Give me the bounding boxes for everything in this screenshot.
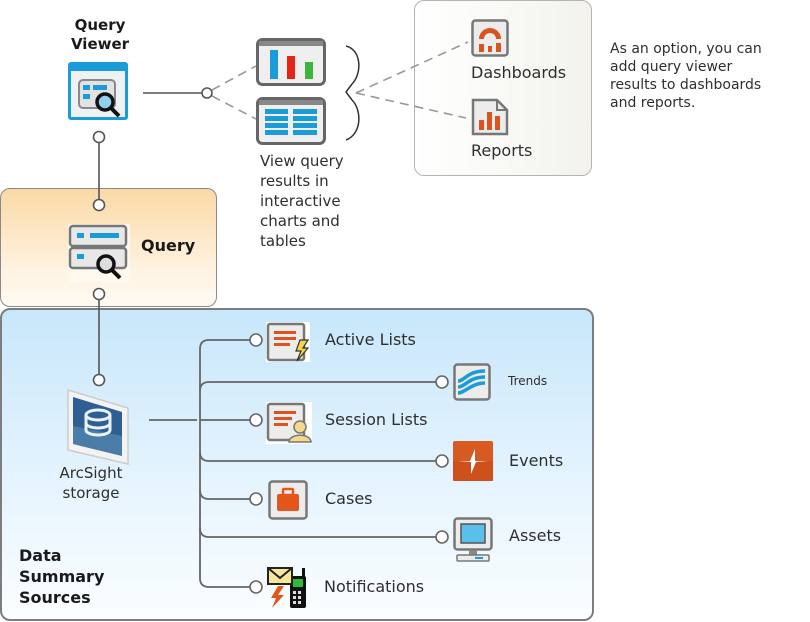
events-label: Events bbox=[509, 451, 564, 470]
trends-icon[interactable] bbox=[453, 363, 491, 401]
dashed-link-table bbox=[211, 95, 257, 120]
storage-label: ArcSight storage bbox=[59, 464, 123, 502]
dashboards-label: Dashboards bbox=[471, 63, 567, 82]
data-sources-title: Data Summary Sources bbox=[19, 546, 105, 607]
query-title: Query bbox=[141, 236, 196, 255]
assets-label: Assets bbox=[509, 526, 562, 545]
results-caption: View query results in interactive charts… bbox=[260, 152, 344, 250]
bar-chart-icon[interactable] bbox=[256, 38, 326, 86]
dashboard-icon[interactable] bbox=[471, 19, 509, 57]
notifications-label: Notifications bbox=[324, 577, 425, 596]
cases-icon[interactable] bbox=[268, 480, 308, 520]
reports-label: Reports bbox=[471, 141, 533, 160]
notifications-icon[interactable] bbox=[266, 566, 308, 610]
session-lists-label: Session Lists bbox=[325, 410, 428, 429]
query-viewer-title: Query Viewer bbox=[70, 16, 130, 53]
trends-label: Trends bbox=[508, 374, 548, 388]
report-icon[interactable] bbox=[471, 98, 509, 136]
active-lists-label: Active Lists bbox=[325, 330, 416, 349]
brace bbox=[345, 45, 360, 141]
cases-label: Cases bbox=[325, 489, 373, 508]
outputs-note: As an option, you can add query viewer r… bbox=[610, 41, 762, 111]
dashed-link-chart bbox=[211, 65, 257, 91]
storage-icon[interactable] bbox=[64, 386, 134, 466]
connector-node bbox=[201, 87, 213, 99]
connector-node bbox=[92, 130, 106, 144]
session-list-icon[interactable] bbox=[266, 402, 312, 444]
query-icon[interactable] bbox=[68, 224, 130, 282]
table-icon[interactable] bbox=[256, 97, 326, 145]
active-list-icon[interactable] bbox=[266, 322, 310, 362]
events-icon[interactable] bbox=[453, 441, 493, 481]
assets-icon[interactable] bbox=[453, 517, 493, 563]
query-viewer-icon[interactable] bbox=[67, 61, 131, 121]
